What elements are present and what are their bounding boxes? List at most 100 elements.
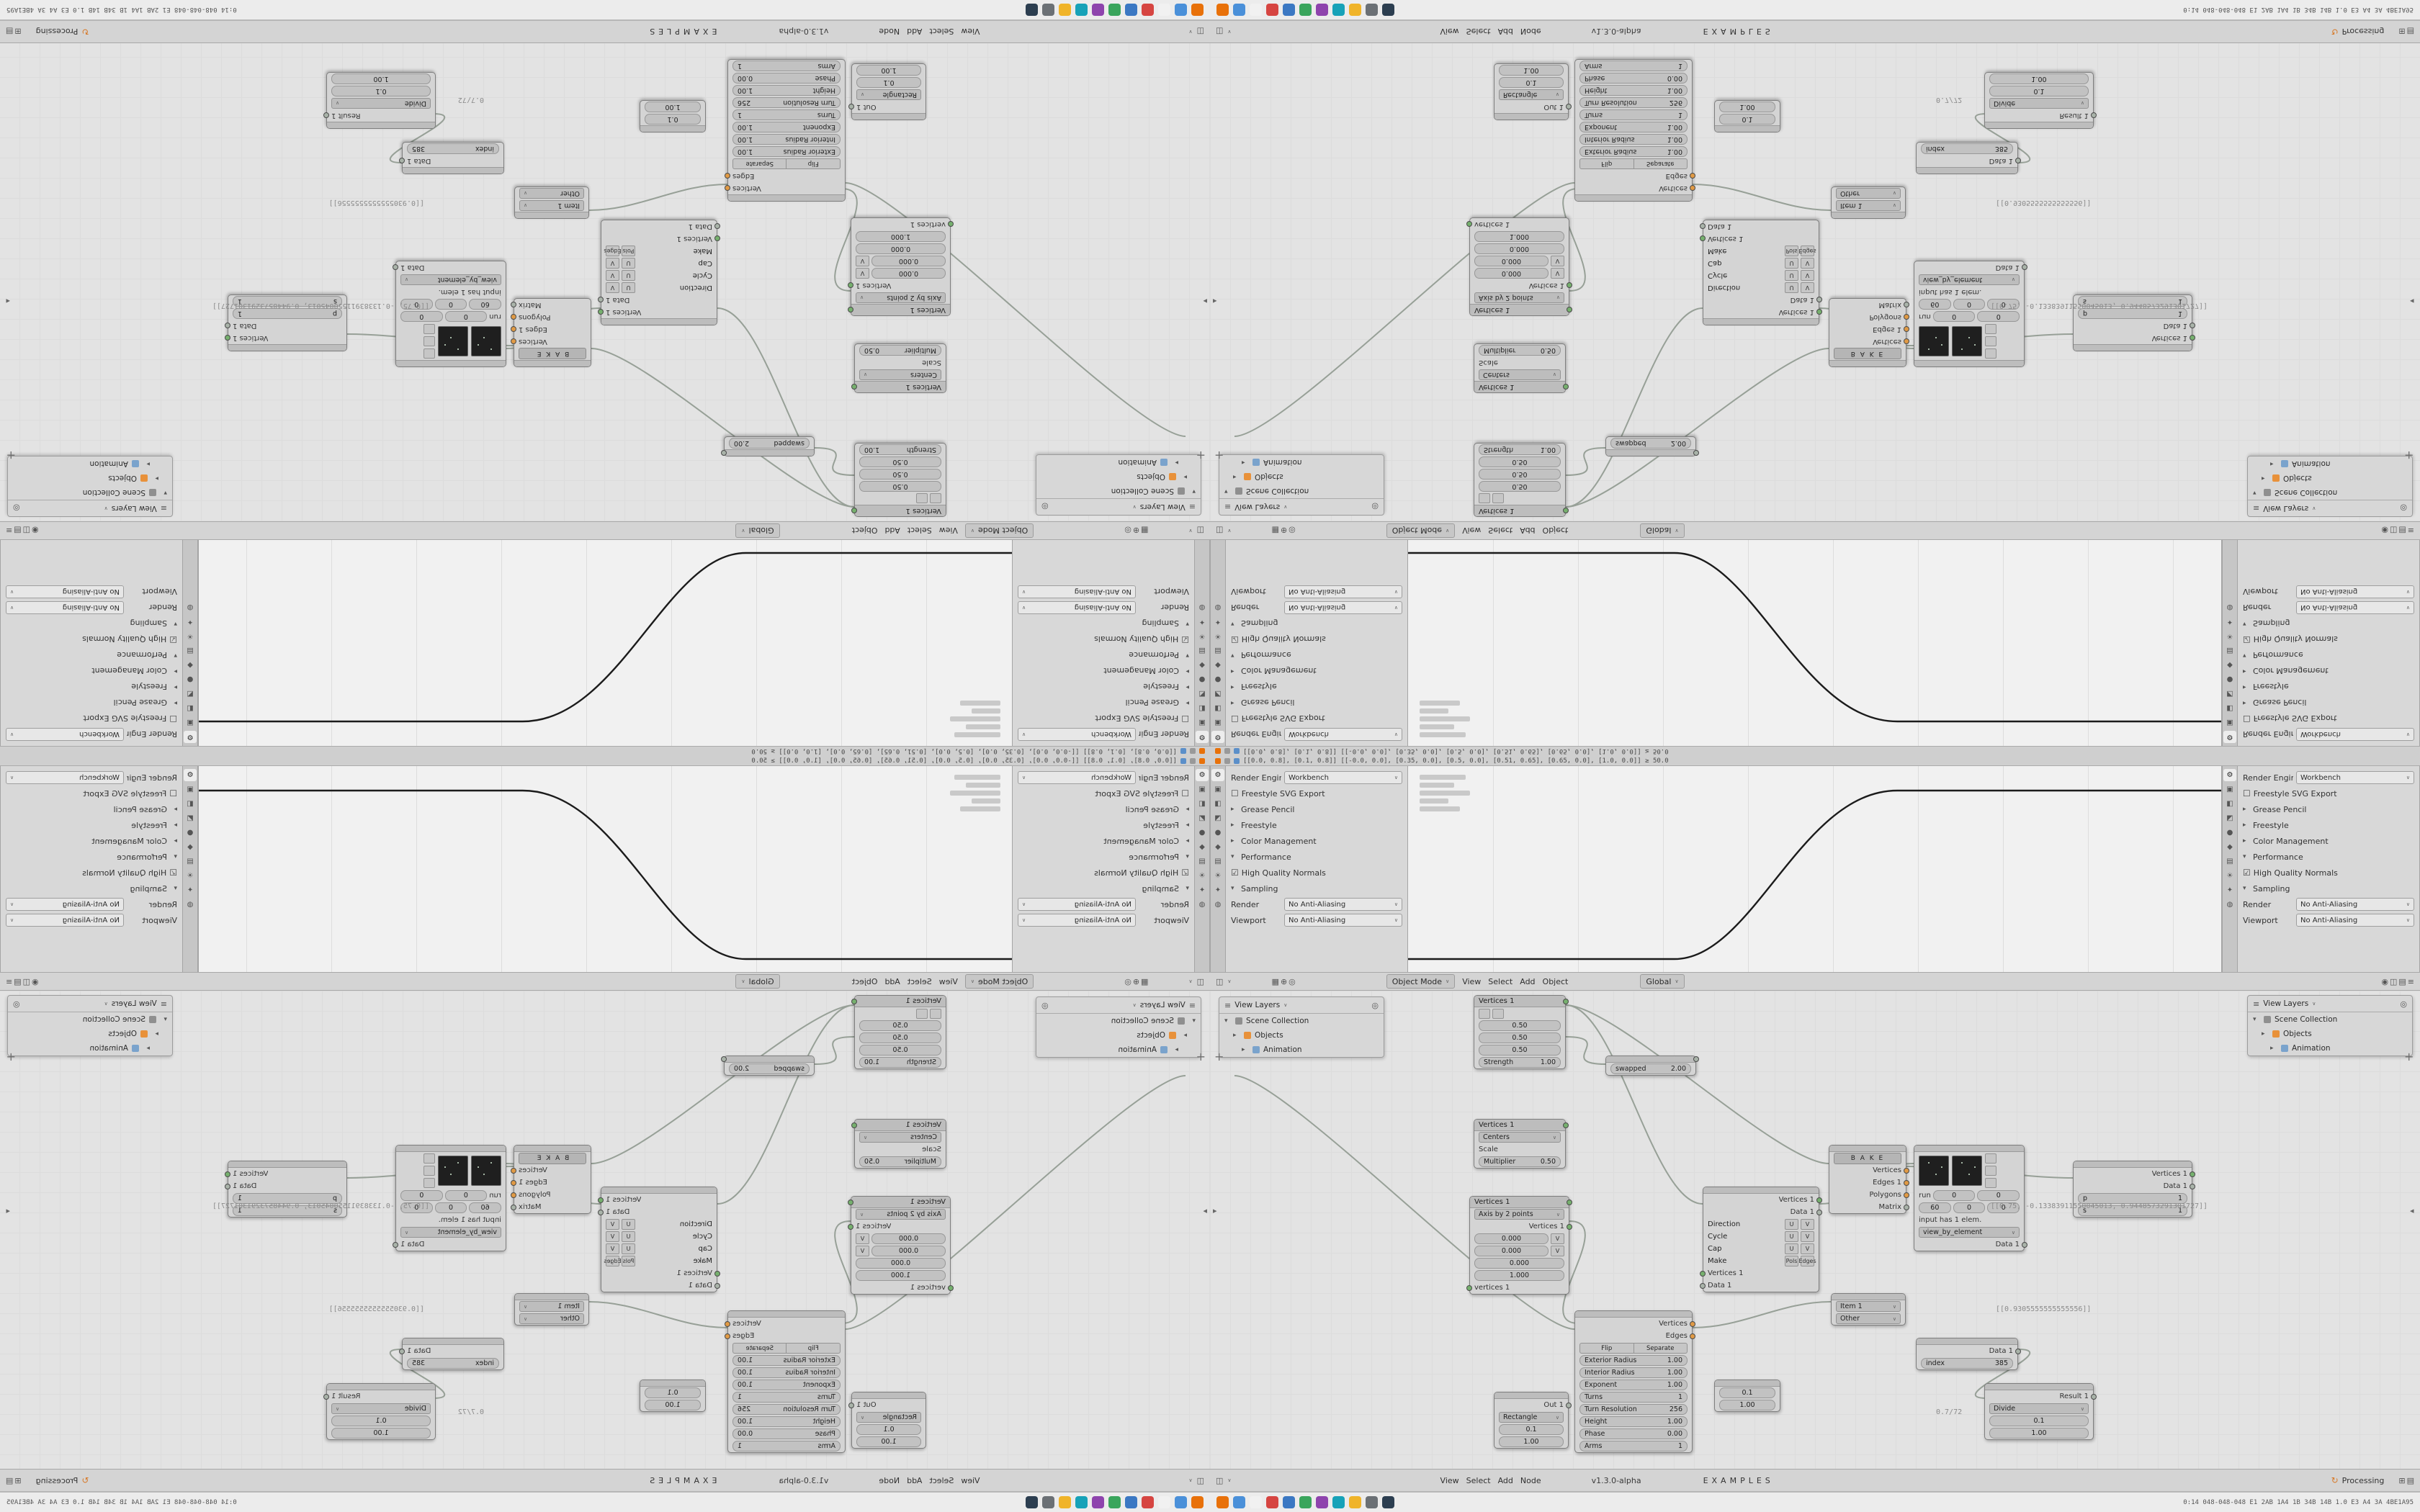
value-slider[interactable]: 0.1: [1499, 77, 1564, 88]
socket-output[interactable]: [1563, 384, 1569, 390]
socket-output[interactable]: [598, 309, 604, 315]
socket-output[interactable]: [1816, 297, 1822, 303]
socket-output[interactable]: [1567, 1199, 1572, 1205]
panel-toggle-arrow[interactable]: ▸: [1213, 1206, 1217, 1215]
preview-button[interactable]: [424, 1153, 435, 1164]
value-slider[interactable]: 0.1: [331, 86, 431, 96]
filter-icon[interactable]: ≡: [1224, 502, 1232, 512]
outliner-row[interactable]: ▸Objects: [8, 471, 172, 485]
dropdown-field[interactable]: No Anti-Aliasing∨: [2296, 601, 2414, 614]
properties-tab-icon[interactable]: ●: [187, 675, 194, 683]
app-icon[interactable]: [1316, 1496, 1328, 1508]
toggle-button[interactable]: V: [1801, 1231, 1814, 1242]
value-slider[interactable]: 0.000: [871, 268, 946, 279]
node-header[interactable]: [514, 1146, 591, 1152]
checkbox[interactable]: ☐: [1231, 788, 1239, 798]
properties-tab-icon[interactable]: ⚙: [1211, 769, 1224, 781]
toggle-icon[interactable]: [916, 493, 928, 504]
toggle-button[interactable]: Pols: [622, 246, 635, 256]
properties-tab-icon[interactable]: ▣: [2226, 719, 2233, 726]
header-icon[interactable]: ◎: [1124, 976, 1131, 986]
socket-output[interactable]: [1567, 1223, 1572, 1230]
socket-output[interactable]: [1693, 1056, 1699, 1062]
menu-node[interactable]: Node: [879, 1475, 900, 1485]
disclosure-triangle[interactable]: ▸: [146, 1045, 150, 1052]
properties-tab-icon[interactable]: ◩: [1198, 814, 1206, 822]
toggle-button[interactable]: V: [1801, 282, 1814, 293]
dropdown-field[interactable]: No Anti-Aliasing∨: [2296, 914, 2414, 927]
app-icon[interactable]: [1299, 1496, 1312, 1508]
socket-output[interactable]: [1690, 185, 1695, 192]
socket-output[interactable]: [848, 1402, 854, 1408]
node-header[interactable]: [1606, 449, 1699, 456]
menu-select[interactable]: Select: [1488, 526, 1513, 536]
properties-tab-icon[interactable]: ◧: [187, 800, 194, 808]
editor-type-icon[interactable]: ◫: [1196, 976, 1204, 986]
app-icon[interactable]: [1059, 4, 1071, 16]
socket-output[interactable]: [725, 1333, 730, 1339]
properties-tab-icon[interactable]: ●: [1198, 829, 1206, 837]
outliner-row[interactable]: ▸Objects: [1219, 1028, 1384, 1043]
disclosure-triangle[interactable]: ▾: [174, 652, 177, 659]
node-header[interactable]: [1703, 318, 1819, 325]
vector-toggle[interactable]: V: [856, 268, 869, 279]
disclosure-triangle[interactable]: ▸: [2262, 474, 2265, 482]
value-field[interactable]: 60: [469, 299, 501, 310]
properties-tab-icon[interactable]: ☀: [187, 632, 194, 640]
socket-input[interactable]: [1466, 1284, 1472, 1291]
dropdown-field[interactable]: No Anti-Aliasing∨: [6, 898, 124, 911]
disclosure-triangle[interactable]: ▸: [1183, 1032, 1187, 1039]
examples-menu[interactable]: EXAMPLES: [646, 1475, 717, 1485]
disclosure-triangle[interactable]: ▸: [2243, 806, 2246, 813]
value-slider[interactable]: 0.1: [1719, 114, 1775, 125]
socket-output[interactable]: [2190, 1171, 2195, 1177]
menu-select[interactable]: Select: [907, 526, 932, 536]
disclosure-triangle[interactable]: ▾: [2253, 489, 2257, 496]
disclosure-triangle[interactable]: ▸: [2243, 683, 2246, 690]
socket-output[interactable]: [225, 1171, 230, 1177]
dropdown[interactable]: Rectangle∨: [1499, 1412, 1564, 1423]
bake-button[interactable]: B A K E: [1834, 348, 1901, 360]
node-header[interactable]: Vertices 1: [1474, 505, 1569, 516]
toggle-button[interactable]: Pols: [1785, 246, 1798, 256]
socket-output[interactable]: [511, 338, 516, 345]
socket-output[interactable]: [1690, 173, 1695, 179]
socket-output[interactable]: [1904, 1204, 1909, 1210]
header-icon[interactable]: ◉: [32, 976, 39, 986]
toggle-button[interactable]: U: [622, 1219, 635, 1230]
checkbox[interactable]: ☑: [1181, 868, 1189, 878]
socket-output[interactable]: [851, 508, 857, 514]
socket-output[interactable]: [225, 1183, 230, 1189]
socket-output[interactable]: [2015, 158, 2021, 164]
node-header[interactable]: [728, 194, 845, 201]
socket-output[interactable]: [1904, 314, 1909, 320]
app-icon[interactable]: [1175, 4, 1187, 16]
preview-button[interactable]: [1985, 324, 1996, 334]
socket-output[interactable]: [1690, 1333, 1695, 1339]
socket-output[interactable]: [725, 1320, 730, 1327]
properties-tab-icon[interactable]: ▣: [187, 719, 194, 726]
disclosure-triangle[interactable]: ▾: [1231, 652, 1234, 659]
value-slider[interactable]: 0.50: [1479, 1032, 1561, 1043]
value-slider[interactable]: 0.50: [859, 469, 941, 480]
dropdown[interactable]: Centers∨: [1479, 369, 1561, 380]
properties-tab-icon[interactable]: ▤: [1198, 858, 1206, 865]
menu-add[interactable]: Add: [884, 976, 900, 986]
disclosure-triangle[interactable]: ▸: [1186, 837, 1189, 845]
toggle-button[interactable]: Pols: [622, 1256, 635, 1266]
